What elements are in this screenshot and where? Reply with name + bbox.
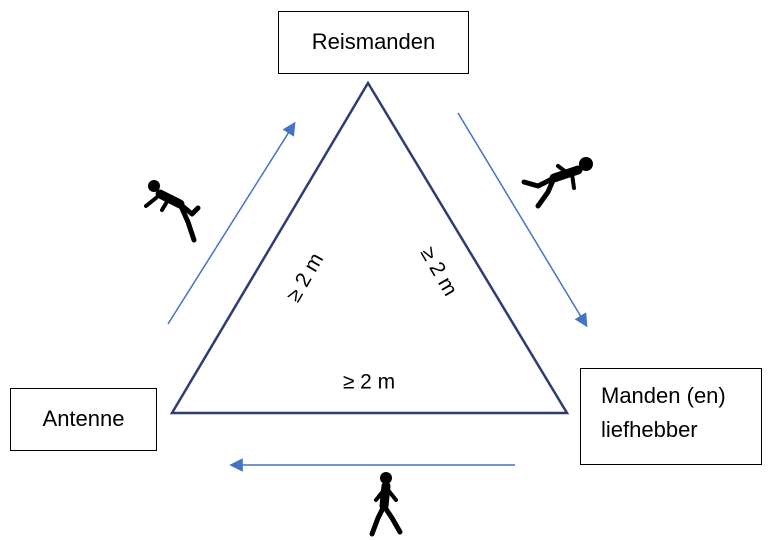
node-reismanden: Reismanden [278,11,469,74]
walking-person-icon [521,157,593,209]
walking-person-icon [144,180,201,243]
distance-label-left-side: ≥ 2 m [282,249,328,306]
node-manden-label-line2: liefhebber [601,417,698,442]
node-manden-label-line1: Manden (en) [601,383,726,408]
node-reismanden-label: Reismanden [311,29,436,54]
distance-label-bottom-side: ≥ 2 m [343,371,395,394]
arrow-antenne-to-reismanden [167,121,296,325]
node-antenne: Antenne [10,388,157,451]
walking-person-icon [369,472,403,537]
distance-triangle [169,80,570,415]
node-manden-liefhebber: Manden (en) liefhebber [580,368,762,465]
arrow-reismanden-to-manden [457,112,588,328]
node-antenne-label: Antenne [42,406,125,431]
distance-label-right-side: ≥ 2 m [416,243,462,300]
